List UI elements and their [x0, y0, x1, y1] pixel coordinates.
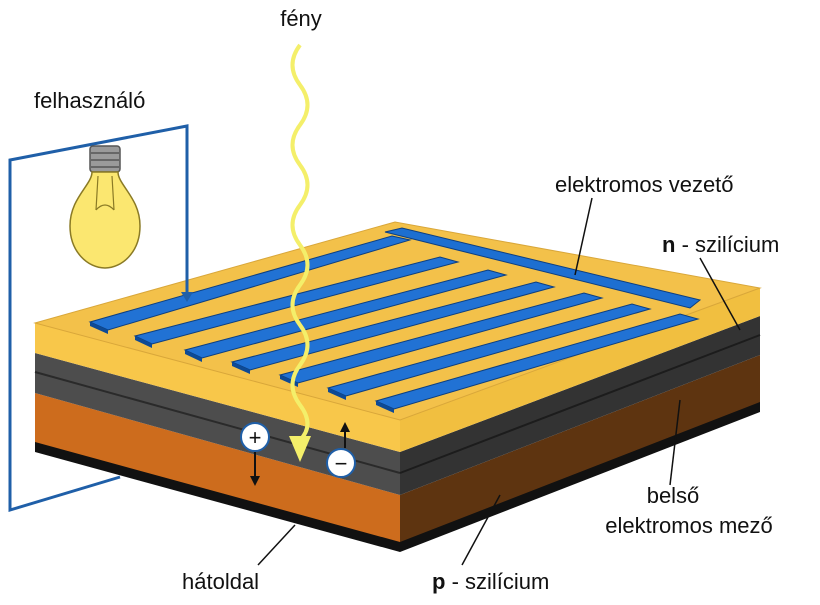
label-light: fény [280, 6, 322, 31]
leader-p-silicon [461, 494, 501, 566]
electrode-finger-edge [135, 336, 152, 348]
label-n-letter: n [662, 232, 675, 257]
label-p-silicon: p - szilícium [432, 569, 549, 594]
junction-line-right [399, 334, 761, 474]
bulb-filament [95, 175, 115, 211]
p-layer-front [35, 393, 400, 542]
junction-layer-right [400, 316, 760, 495]
electrode-finger-edge [376, 401, 394, 413]
leader-conductor [574, 197, 593, 276]
n-layer-right [400, 288, 760, 452]
base-strip [35, 440, 400, 552]
label-back: hátoldal [182, 569, 259, 594]
label-conductor: elektromos vezető [555, 172, 734, 197]
label-p-letter: p [432, 569, 445, 594]
wire-arrow-head [181, 292, 193, 302]
p-layer-right [400, 355, 760, 542]
leader-lines [257, 197, 741, 566]
electrode-finger-edge [328, 388, 346, 400]
negative-charge: − [326, 422, 356, 478]
wire-path [8, 124, 189, 513]
electrode-bus-bar [384, 227, 702, 309]
label-n-silicon: n - szilícium [662, 232, 779, 257]
circuit-wire [8, 124, 193, 513]
leader-n-silicon [699, 257, 741, 331]
positive-charge-symbol: + [249, 425, 262, 450]
junction-layer-front [35, 353, 400, 495]
bulb-glass [69, 171, 141, 269]
label-field-line2: elektromos mező [605, 513, 773, 538]
front-electrode-grid [88, 227, 702, 413]
electrode-finger-edge [90, 322, 108, 334]
electrode-finger-edge [232, 362, 250, 374]
negative-charge-symbol: − [335, 451, 348, 476]
label-field-line1: belső [647, 483, 700, 508]
light-wave [290, 43, 310, 442]
label-n-rest: - szilícium [675, 232, 779, 257]
light-ray [289, 43, 311, 462]
electrode-finger-edge [185, 350, 202, 362]
leader-back [257, 524, 296, 566]
light-arrow-head [289, 436, 311, 462]
leader-field [669, 399, 681, 486]
light-bulb-icon [69, 145, 141, 269]
label-p-rest: - szilícium [445, 569, 549, 594]
positive-charge: + [240, 422, 270, 486]
label-user: felhasználó [34, 88, 145, 113]
